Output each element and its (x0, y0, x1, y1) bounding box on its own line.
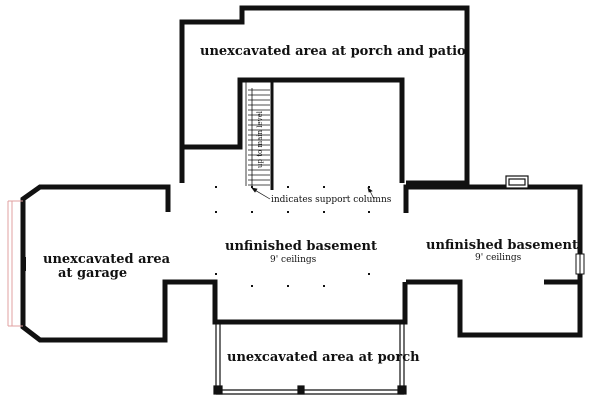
support-column (323, 285, 325, 287)
basement-center-ceiling: 9' ceilings (270, 255, 317, 265)
garage-door-mark (21, 257, 26, 271)
support-column (287, 211, 289, 213)
garage-window (7, 200, 23, 327)
garage-label-line2: at garage (58, 266, 127, 281)
basement-right-label: unfinished basement (426, 238, 578, 253)
support-columns-label: indicates support columns (271, 195, 392, 205)
support-column (215, 186, 217, 188)
support-column (287, 186, 289, 188)
garage-wall (20, 184, 184, 343)
vent (505, 175, 529, 189)
porch-patio-wall (179, 5, 470, 186)
porch-bottom-label: unexcavated area at porch (227, 350, 420, 365)
stairs (245, 82, 270, 186)
stair-enclosure-wall (182, 77, 405, 183)
support-column (368, 273, 370, 275)
support-column (215, 211, 217, 213)
porch-wall (184, 279, 408, 325)
basement-center-label: unfinished basement (225, 239, 377, 254)
support-column (215, 273, 217, 275)
stairs-label: up to main level (256, 110, 264, 168)
support-column (251, 285, 253, 287)
support-column (251, 211, 253, 213)
support-columns (215, 186, 370, 287)
support-column (251, 186, 253, 188)
right-window (575, 253, 585, 275)
support-column (368, 211, 370, 213)
basement-right-ceiling: 9' ceilings (475, 253, 522, 263)
porch-outline (213, 322, 407, 395)
garage-label-line1: unexcavated area (43, 252, 171, 267)
support-column (323, 186, 325, 188)
walls (20, 5, 583, 343)
support-column (323, 211, 325, 213)
right-basement-wall (403, 184, 583, 338)
support-column (287, 285, 289, 287)
support-column (368, 186, 370, 188)
porch-patio-label: unexcavated area at porch and patio (200, 44, 466, 59)
support-columns-leaders (251, 187, 375, 200)
